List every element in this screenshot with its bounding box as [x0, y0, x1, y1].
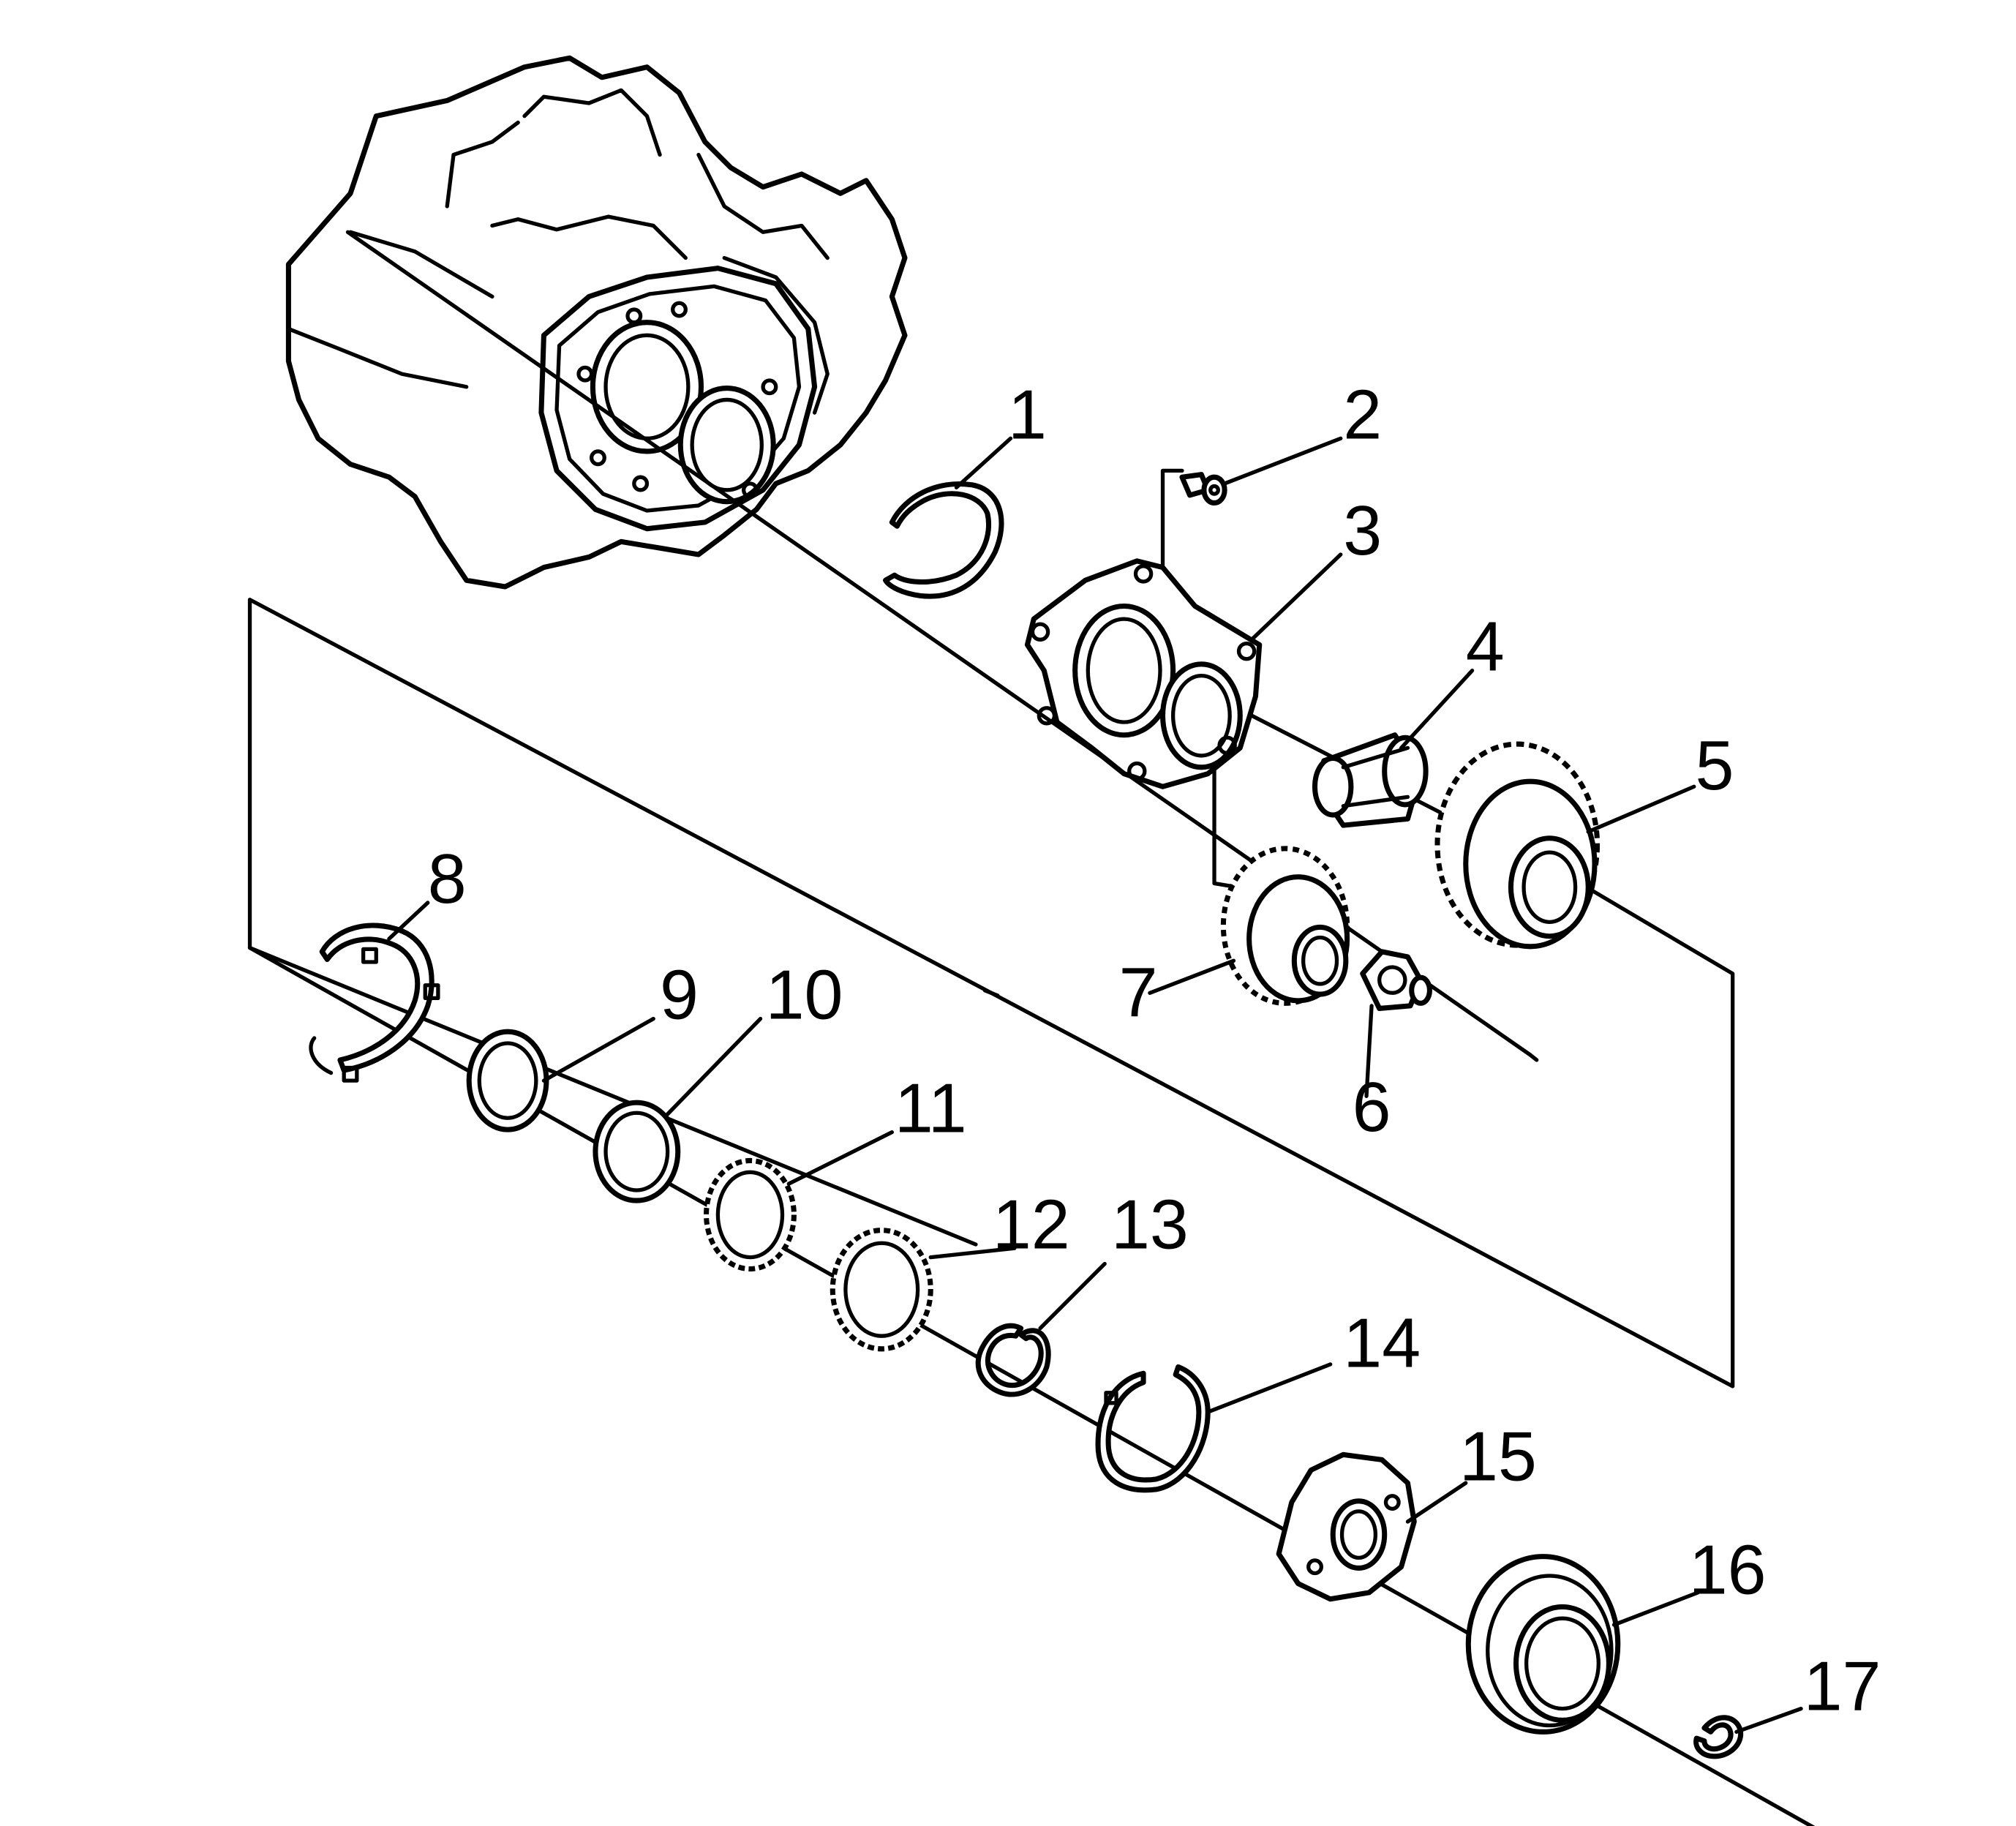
part-6-nut — [1360, 949, 1432, 1011]
callout-14: 14 — [1343, 1304, 1421, 1382]
callout-1: 1 — [1008, 376, 1047, 454]
callout-17: 17 — [1804, 1647, 1881, 1725]
callout-numbers: 1 2 3 4 5 6 7 8 9 10 11 12 13 14 15 16 1… — [428, 376, 1881, 1725]
part-3-retainer-plate — [1024, 558, 1263, 789]
callout-leaders — [387, 436, 1803, 1734]
part-10-ring — [593, 1100, 681, 1203]
callout-8: 8 — [428, 841, 467, 918]
part-7-gear — [1220, 846, 1350, 1006]
part-12-synchro-ring — [830, 1228, 933, 1352]
callout-3: 3 — [1343, 492, 1382, 570]
part-2-bolt — [1179, 472, 1227, 506]
part-17-clip — [1693, 1715, 1744, 1759]
callout-11: 11 — [895, 1070, 967, 1148]
callout-16: 16 — [1689, 1532, 1767, 1609]
part-9-ring — [466, 1029, 549, 1132]
part-1-snap-ring — [883, 481, 1004, 599]
callout-10: 10 — [766, 957, 843, 1034]
callout-12: 12 — [993, 1186, 1070, 1263]
callout-15: 15 — [1459, 1419, 1537, 1496]
callout-9: 9 — [660, 957, 699, 1034]
connector-frame — [247, 598, 1735, 1389]
callout-5: 5 — [1696, 727, 1734, 805]
part-11-synchro-ring — [704, 1157, 797, 1272]
part-14-snap-ring — [1095, 1364, 1211, 1493]
upper-shaft-axis — [345, 230, 1532, 1057]
part-4-needle-bearing — [1312, 732, 1429, 828]
callout-4: 4 — [1466, 609, 1505, 686]
callout-13: 13 — [1111, 1186, 1189, 1263]
bolt-leader — [1160, 468, 1184, 595]
frame-dash — [982, 988, 1000, 998]
part-16-synchro-sleeve — [1465, 1554, 1621, 1735]
transmission-case — [285, 55, 908, 590]
part-15-synchro-hub — [1276, 1451, 1417, 1602]
callout-6: 6 — [1353, 1069, 1391, 1146]
part-8-clip — [309, 923, 440, 1083]
callout-2: 2 — [1343, 376, 1382, 454]
upper-axis-dash — [1528, 1053, 1539, 1062]
lower-axis-a — [247, 945, 978, 1247]
part-13-split-ring — [975, 1323, 1051, 1397]
callout-7: 7 — [1119, 954, 1158, 1032]
part-5-gear — [1434, 741, 1601, 950]
